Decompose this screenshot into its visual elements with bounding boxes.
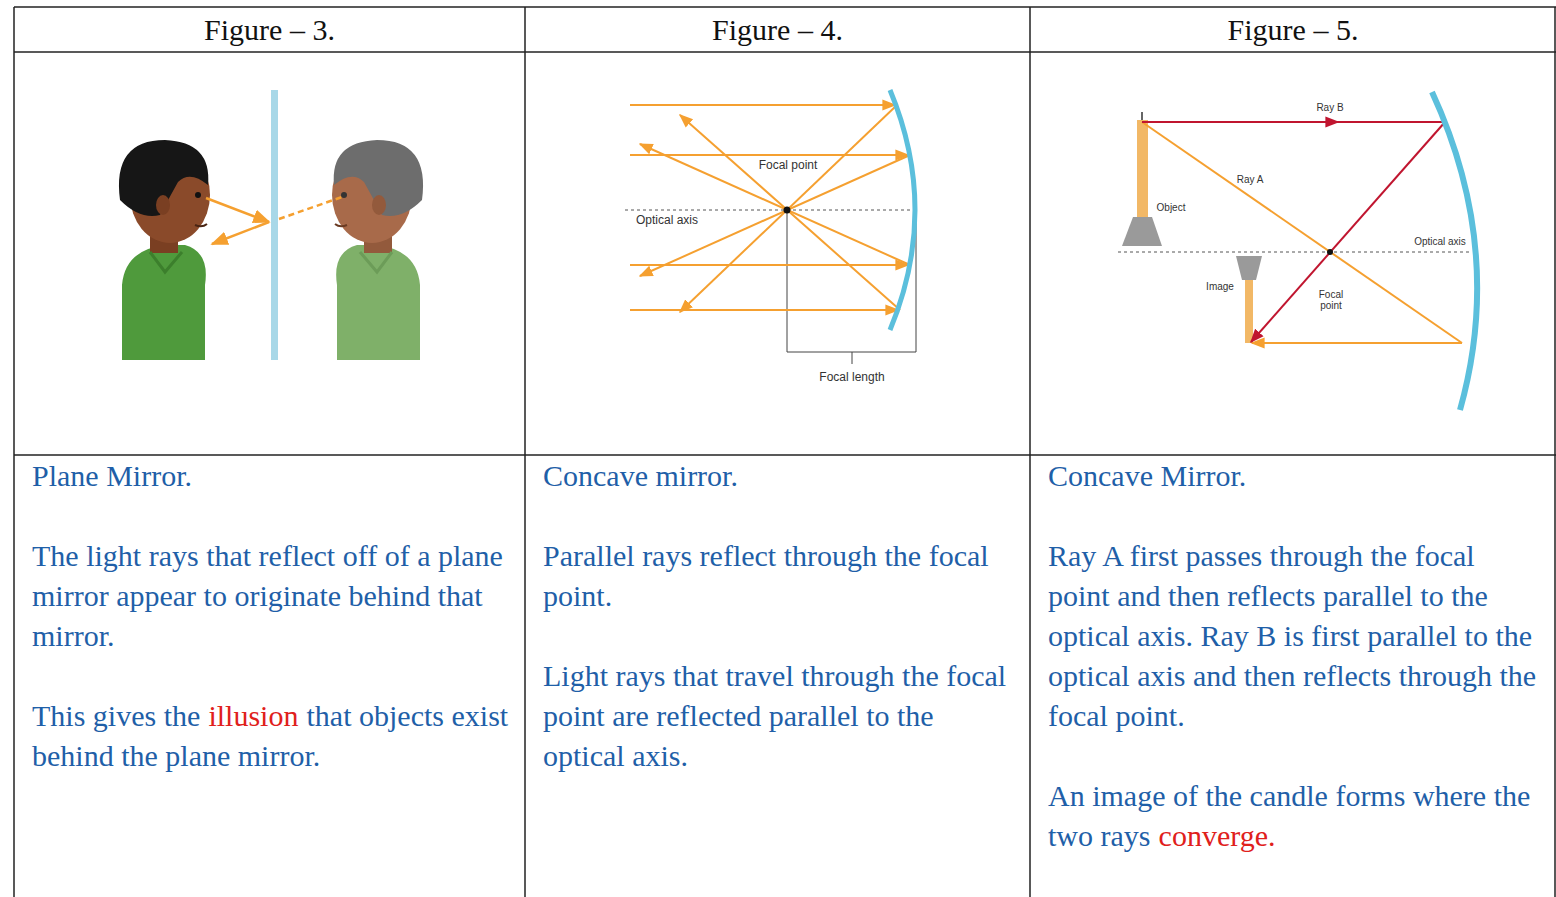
viewer-person-part: [150, 252, 182, 272]
plane-mirror-figure: [119, 90, 423, 360]
reflected-person-part: [360, 252, 392, 272]
viewer-person-part: [195, 192, 201, 198]
diagram-label: Focal length: [817, 371, 886, 384]
incoming-rays: [630, 105, 908, 310]
reflected-person-part: [341, 192, 347, 198]
optical-axis: [625, 210, 916, 211]
object-candle-part: [1141, 112, 1143, 120]
text-column: Concave mirror. Parallel rays reflect thr…: [543, 456, 1014, 816]
object-candle-part: [1122, 217, 1162, 246]
reflected-rays: [640, 105, 910, 312]
diagram-label: Ray B: [1314, 102, 1345, 113]
viewer-person-part: [119, 140, 208, 216]
table-grid: [14, 7, 1556, 897]
highlight-word: illusion: [208, 699, 298, 732]
paragraph: Concave mirror.: [543, 456, 1014, 496]
focal-point-dot: [784, 207, 791, 214]
image-candle-part: [1245, 280, 1253, 343]
mirror-heading: Concave mirror.: [543, 459, 738, 492]
paragraph: Light rays that travel through the focal…: [543, 656, 1014, 776]
concave-mirror: [1432, 92, 1477, 410]
header-cell: Figure – 3.: [14, 8, 525, 52]
column-header: Figure – 5.: [1228, 13, 1359, 47]
ray-b-part: [1300, 121, 1338, 123]
diagram-label: Ray A: [1235, 174, 1266, 185]
viewer-person-part: [195, 224, 207, 226]
diagram-label: Focal point: [1311, 289, 1351, 311]
ray-a-part: [1252, 342, 1462, 344]
concave-mirror: [890, 90, 915, 330]
reflected-rays-part: [640, 144, 910, 265]
diagram-label: Optical axis: [1412, 236, 1468, 247]
light-rays: [206, 197, 342, 244]
viewer-person-part: [156, 195, 170, 215]
table-grid-part: [14, 51, 1556, 53]
diagram-label: Image: [1204, 281, 1236, 292]
column-header: Figure – 4.: [712, 13, 843, 47]
text-column: Concave Mirror. Ray A first passes throug…: [1048, 456, 1540, 896]
light-rays-part: [206, 198, 269, 222]
reflected-person-part: [334, 140, 423, 216]
diagram-label: Focal point: [757, 159, 820, 172]
focal-point-dot: [1327, 249, 1333, 255]
paragraph: Ray A first passes through the focal poi…: [1048, 536, 1540, 736]
table-grid-part: [524, 7, 526, 897]
ray-b: [1142, 122, 1445, 342]
table-grid-part: [13, 7, 15, 897]
focal-length-bracket-part: [787, 212, 788, 352]
highlight-word: converge.: [1159, 819, 1276, 852]
reflected-person-part: [372, 195, 386, 215]
text-column: Plane Mirror. The light rays that reflect…: [32, 456, 509, 816]
paragraph: Parallel rays reflect through the focal …: [543, 536, 1014, 616]
light-rays-part: [279, 197, 342, 219]
ray-b-part: [1142, 121, 1445, 123]
caption-text: An image of the candle forms where the t…: [1048, 779, 1530, 852]
paragraph: This gives theillusionthat objects exist…: [32, 696, 509, 776]
table-grid-part: [1029, 7, 1031, 897]
table-grid-part: [14, 6, 1556, 8]
mirror-heading: Concave Mirror.: [1048, 459, 1246, 492]
paragraph: Concave Mirror.: [1048, 456, 1540, 496]
reflected-rays-part: [680, 105, 897, 312]
optical-axis: [1118, 252, 1472, 253]
reflected-person: [332, 140, 423, 360]
concave-mirror-figure-4: [625, 90, 916, 364]
incoming-rays-part: [630, 309, 898, 311]
header-cell: Figure – 5.: [1030, 8, 1556, 52]
viewer-person-part: [122, 245, 206, 360]
image-candle-part: [1236, 256, 1262, 280]
ray-b-part: [1251, 122, 1445, 342]
column-header: Figure – 3.: [204, 13, 335, 47]
table-grid-part: [14, 454, 1556, 456]
viewer-person: [119, 140, 210, 360]
ray-a-part: [1142, 122, 1462, 343]
object-candle-part: [1137, 120, 1148, 217]
header-cell: Figure – 4.: [525, 8, 1030, 52]
diagram-label: Object: [1155, 202, 1188, 213]
focal-length-bracket-part: [852, 352, 853, 364]
caption-text: Ray A first passes through the focal poi…: [1048, 539, 1536, 732]
paragraph: The light rays that reflect off of a pla…: [32, 536, 509, 656]
paragraph: An image of the candle forms where the t…: [1048, 776, 1540, 856]
paragraph: Plane Mirror.: [32, 456, 509, 496]
mirror-heading: Plane Mirror.: [32, 459, 192, 492]
ray-a: [1142, 122, 1462, 343]
diagram-label: Optical axis: [634, 214, 700, 227]
incoming-rays-part: [630, 154, 908, 156]
table-grid-part: [1554, 7, 1556, 897]
concave-mirror-figure-5: [1118, 92, 1477, 410]
light-rays-part: [212, 222, 269, 244]
mirror-pane: [271, 90, 278, 360]
reflected-person-part: [335, 224, 347, 226]
incoming-rays-part: [630, 264, 908, 266]
reflected-person-part: [336, 245, 420, 360]
reflected-rays-part: [680, 115, 900, 310]
incoming-rays-part: [630, 104, 895, 106]
caption-text: This gives the: [32, 699, 200, 732]
image-candle: [1236, 256, 1262, 343]
caption-text: Light rays that travel through the focal…: [543, 659, 1006, 772]
caption-text: The light rays that reflect off of a pla…: [32, 539, 503, 652]
focal-length-bracket: [787, 212, 916, 364]
caption-text: Parallel rays reflect through the focal …: [543, 539, 989, 612]
